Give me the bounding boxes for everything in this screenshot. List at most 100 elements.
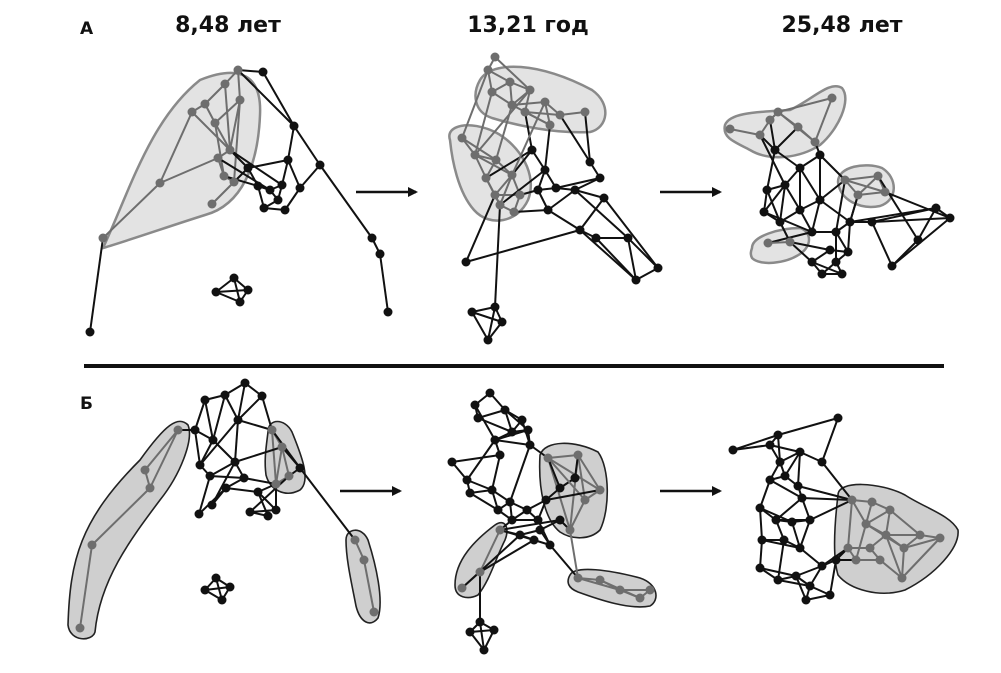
network-node [770, 145, 780, 155]
network-edge [229, 149, 283, 186]
network-edge [763, 184, 786, 213]
network-node [595, 485, 605, 495]
network-node [831, 555, 841, 565]
network-node [235, 95, 245, 105]
network-node [219, 171, 229, 181]
network-node [843, 247, 853, 257]
network-node [457, 133, 467, 143]
network-node [350, 535, 360, 545]
network-node [289, 121, 299, 131]
network-node [483, 335, 493, 345]
network-edge [474, 154, 513, 176]
network-edge [729, 128, 761, 136]
network-edge [319, 164, 373, 239]
network-edge [829, 559, 837, 596]
network-node [795, 163, 805, 173]
network-edge [766, 149, 776, 191]
network-node [805, 515, 815, 525]
network-node [833, 413, 843, 423]
network-edge [584, 111, 591, 163]
network-node [483, 65, 493, 75]
network-node [205, 471, 215, 481]
network-edge [574, 189, 605, 199]
network-edge [499, 174, 513, 206]
network-node [775, 457, 785, 467]
network-edge [159, 157, 219, 184]
network-edge [759, 539, 763, 569]
network-edge [261, 395, 273, 431]
panel-label-a: А [80, 19, 94, 39]
network-edge [774, 149, 801, 169]
network-node [540, 165, 550, 175]
network-edge [821, 461, 853, 501]
network-edge [777, 579, 811, 587]
network-node [773, 575, 783, 585]
network-edge [198, 475, 211, 515]
network-node [887, 261, 897, 271]
network-edge [194, 399, 206, 431]
network-node [533, 185, 543, 195]
network-edge [271, 429, 277, 485]
network-edge [237, 69, 295, 127]
network-edge [91, 487, 151, 546]
network-node [825, 245, 835, 255]
network-node [495, 450, 505, 460]
network-node [570, 473, 580, 483]
network-node [899, 543, 909, 553]
network-node [545, 540, 555, 550]
network-edge [775, 497, 803, 521]
network-node [535, 525, 545, 535]
network-edge [234, 419, 239, 463]
network-node [475, 617, 485, 627]
module-hull [723, 85, 847, 159]
network-node [765, 440, 775, 450]
network-edge [579, 229, 637, 281]
network-node [233, 65, 243, 75]
network-node [479, 645, 489, 655]
network-edge [791, 521, 801, 549]
network-edge [461, 69, 489, 139]
network-node [801, 595, 811, 605]
network-edge [237, 395, 263, 421]
network-node [765, 115, 775, 125]
network-node [229, 273, 239, 283]
network-edge [451, 454, 501, 463]
network-edge [889, 509, 921, 536]
network-edge [857, 175, 879, 196]
network-edge [769, 479, 803, 499]
network-node [257, 391, 267, 401]
network-node [505, 497, 515, 507]
network-node [481, 173, 491, 183]
network-edge [479, 529, 501, 573]
network-edge [511, 104, 551, 126]
network-edge [819, 179, 846, 201]
network-edge [759, 479, 771, 509]
network-edge [789, 241, 813, 263]
network-node [840, 175, 850, 185]
network-edge [769, 119, 776, 151]
network-b-age2 [447, 388, 657, 655]
network-node [805, 581, 815, 591]
network-edge [89, 237, 104, 333]
network-node [599, 193, 609, 203]
network-node [195, 460, 205, 470]
network-node [507, 100, 517, 110]
network-node [851, 555, 861, 565]
network-node [280, 205, 290, 215]
network-node [271, 479, 281, 489]
network-node [140, 465, 150, 475]
network-edge [211, 181, 235, 205]
network-node [194, 509, 204, 519]
network-node [875, 555, 885, 565]
network-node [98, 233, 108, 243]
network-edge [485, 149, 533, 179]
network-node [230, 457, 240, 467]
network-edge [819, 199, 851, 223]
network-node [470, 400, 480, 410]
network-node [220, 390, 230, 400]
network-edge [901, 537, 941, 579]
network-a-age2 [448, 52, 663, 345]
network-edge [821, 417, 839, 463]
network-node [284, 471, 294, 481]
